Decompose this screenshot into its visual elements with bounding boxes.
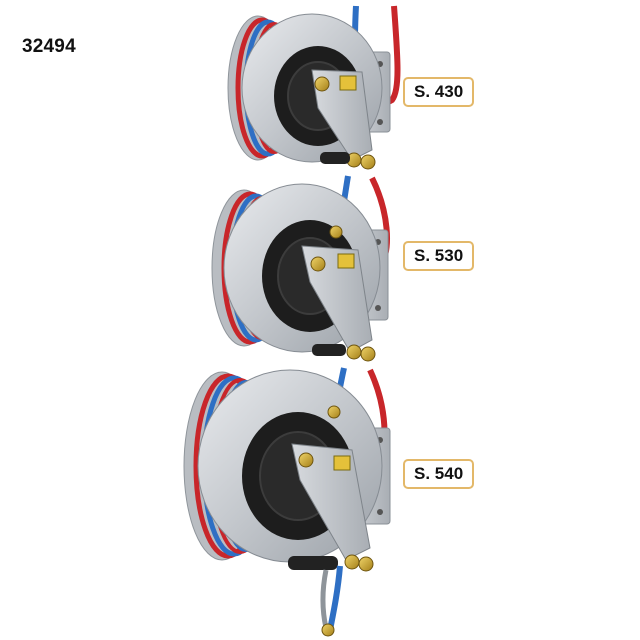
hanging-hose-grey: [320, 569, 329, 629]
hanging-hose-blue: [327, 565, 343, 631]
product-code: 32494: [22, 36, 76, 57]
reel-s530: [211, 175, 390, 362]
model-label-s430: S. 430: [403, 77, 475, 107]
reel-s430: [227, 5, 401, 170]
model-label-s540: S. 540: [403, 459, 475, 489]
reel-s540: [183, 367, 391, 637]
model-label-s530: S. 530: [403, 241, 475, 271]
